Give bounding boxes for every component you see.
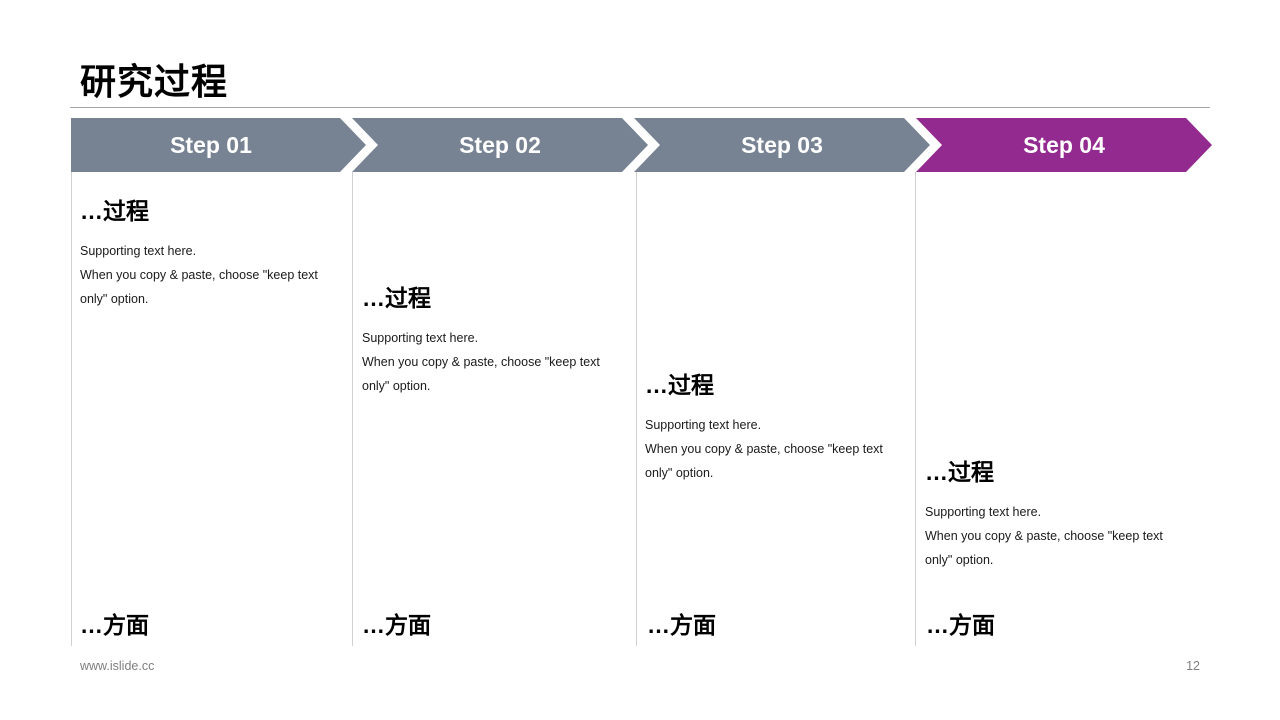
column-divider: [71, 172, 72, 646]
step-bottom-heading-3: …方面: [647, 612, 716, 638]
column-divider: [915, 172, 916, 646]
step-heading: …过程: [80, 198, 149, 224]
step-block-2: …过程 Supporting text here. When you copy …: [362, 283, 624, 398]
step-heading: …过程: [645, 372, 714, 398]
text-line: Supporting text here.: [362, 331, 479, 345]
step-bottom-heading-1: …方面: [80, 612, 149, 638]
step-bottom-heading-4: …方面: [926, 612, 995, 638]
text-line: only" option.: [645, 466, 714, 480]
step-heading: …过程: [362, 285, 431, 311]
step-label-2: Step 02: [459, 132, 541, 158]
column-divider: [636, 172, 637, 646]
page-title: 研究过程: [80, 61, 229, 102]
title-divider: [70, 107, 1210, 108]
step-heading: …过程: [925, 459, 994, 485]
text-line: When you copy & paste, choose "keep text: [362, 355, 600, 369]
footer-url: www.islide.cc: [80, 659, 155, 673]
text-line: only" option.: [362, 379, 431, 393]
column-divider: [352, 172, 353, 646]
text-line: When you copy & paste, choose "keep text: [925, 529, 1163, 543]
step-label-4: Step 04: [1023, 132, 1105, 158]
text-line: When you copy & paste, choose "keep text: [645, 442, 883, 456]
text-line: Supporting text here.: [80, 244, 197, 258]
page-number: 12: [1186, 659, 1200, 673]
step-label-3: Step 03: [741, 132, 823, 158]
step-supporting-text: Supporting text here. When you copy & pa…: [925, 500, 1187, 572]
step-label-1: Step 01: [170, 132, 252, 158]
text-line: When you copy & paste, choose "keep text: [80, 268, 318, 282]
step-block-4: …过程 Supporting text here. When you copy …: [925, 457, 1187, 572]
step-supporting-text: Supporting text here. When you copy & pa…: [645, 413, 907, 485]
text-line: only" option.: [80, 292, 149, 306]
text-line: Supporting text here.: [925, 505, 1042, 519]
text-line: only" option.: [925, 553, 994, 567]
step-supporting-text: Supporting text here. When you copy & pa…: [80, 239, 342, 311]
text-line: Supporting text here.: [645, 418, 762, 432]
step-bottom-heading-2: …方面: [362, 612, 431, 638]
step-block-1: …过程 Supporting text here. When you copy …: [80, 196, 342, 311]
step-block-3: …过程 Supporting text here. When you copy …: [645, 370, 907, 485]
step-supporting-text: Supporting text here. When you copy & pa…: [362, 326, 624, 398]
